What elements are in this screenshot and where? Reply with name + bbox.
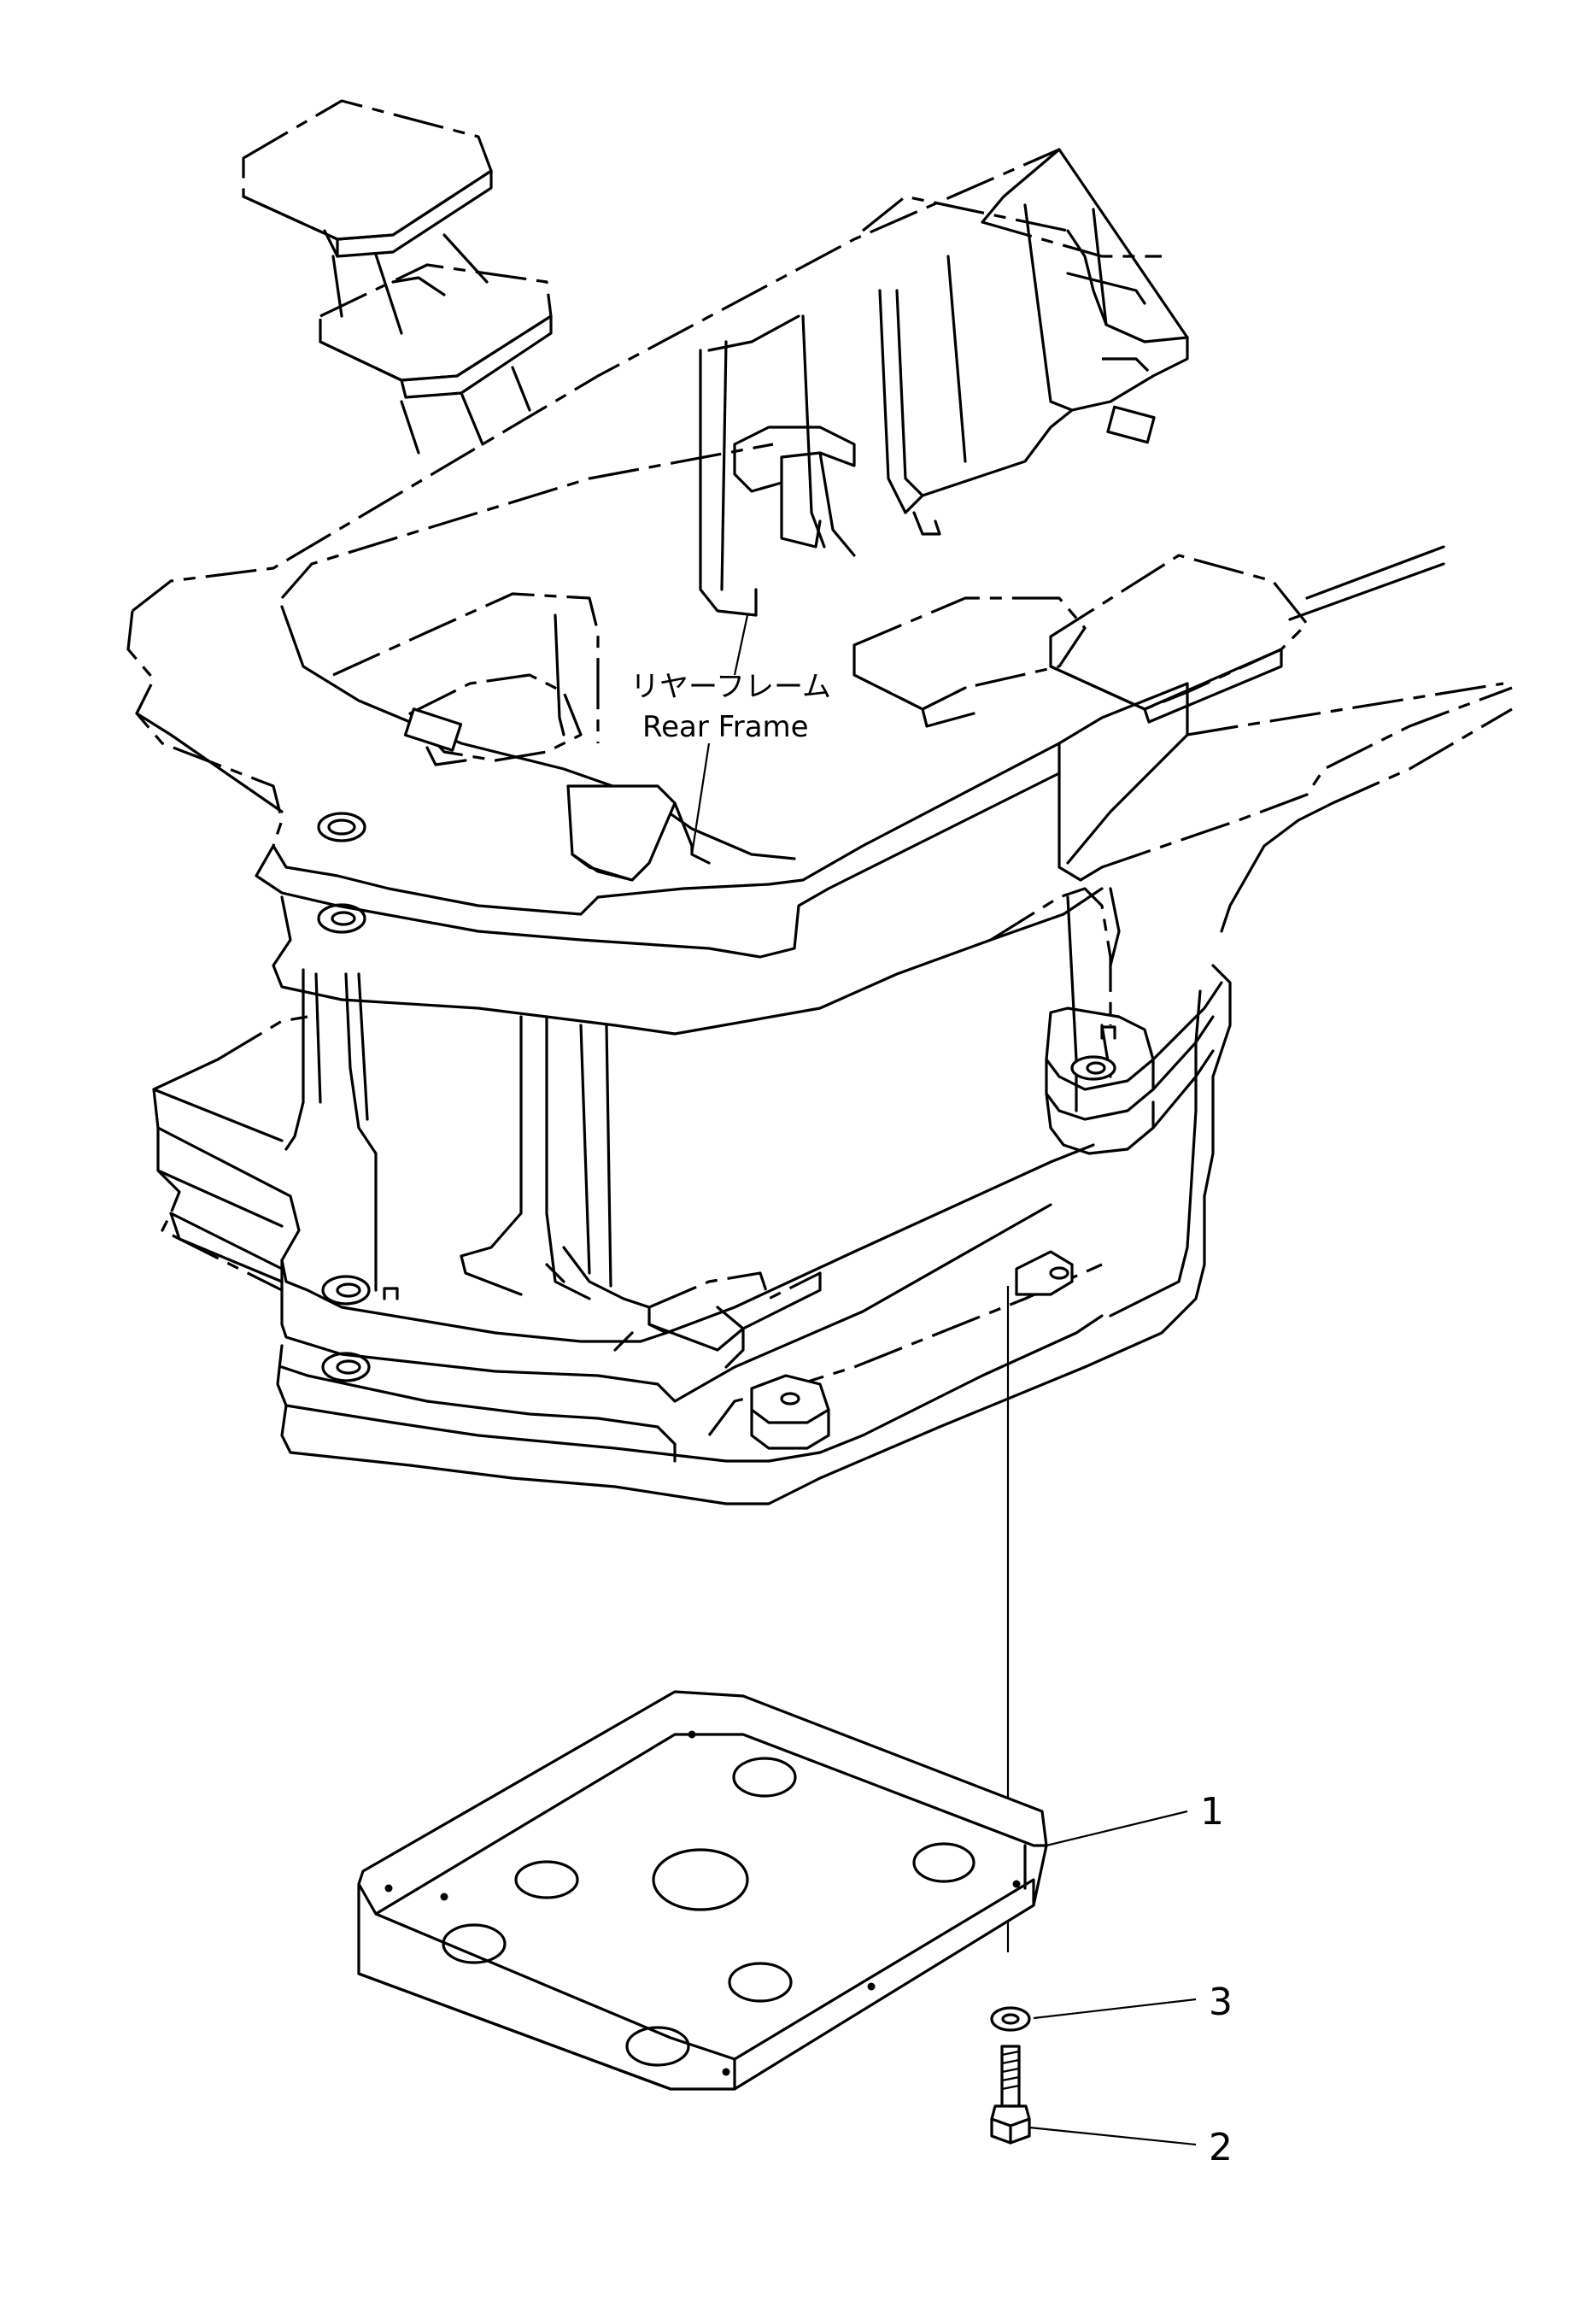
right-arm-upper bbox=[904, 272, 1189, 514]
middle-columns bbox=[284, 895, 1112, 1300]
callout-2-label: 2 bbox=[1209, 2126, 1233, 2169]
bottom-plate bbox=[169, 964, 1232, 1505]
rear-frame-label-en: Rear Frame bbox=[642, 710, 809, 744]
deck-opening bbox=[280, 443, 774, 766]
top-left-pad bbox=[242, 99, 493, 258]
left-bolt-holes bbox=[317, 812, 399, 1382]
lower-right-lug bbox=[750, 1250, 1074, 1450]
right-hinge-lugs bbox=[1045, 981, 1223, 1155]
callout-3: 3 bbox=[1033, 1981, 1233, 2024]
callout-3-label: 3 bbox=[1209, 1981, 1233, 2024]
rear-frame-label: リヤーフレーム Rear Frame bbox=[630, 614, 831, 855]
rear-frame: リヤーフレーム Rear Frame bbox=[126, 99, 1513, 1952]
top-deck bbox=[132, 148, 1189, 613]
upper-frame-plate bbox=[126, 605, 1189, 959]
center-ribs bbox=[699, 203, 1108, 617]
lower-frame-plate bbox=[152, 1015, 1095, 1403]
cover-plate bbox=[357, 1690, 1048, 2091]
middle-frame-plate bbox=[272, 887, 1121, 1036]
bolt bbox=[990, 2045, 1031, 2145]
callout-1-label: 1 bbox=[1200, 1790, 1224, 1834]
callout-2: 2 bbox=[1028, 2126, 1233, 2169]
right-upper-pads bbox=[852, 554, 1309, 728]
inner-gusset bbox=[566, 784, 711, 882]
washer bbox=[990, 2006, 1031, 2032]
callout-1: 1 bbox=[1046, 1790, 1224, 1847]
middle-left-pad bbox=[319, 263, 553, 455]
u-bracket-top bbox=[733, 425, 941, 557]
lower-bracket bbox=[545, 1246, 822, 1369]
rear-frame-label-jp: リヤーフレーム bbox=[630, 670, 831, 704]
left-upright-post bbox=[331, 233, 489, 335]
right-arm-lower bbox=[1058, 545, 1513, 933]
